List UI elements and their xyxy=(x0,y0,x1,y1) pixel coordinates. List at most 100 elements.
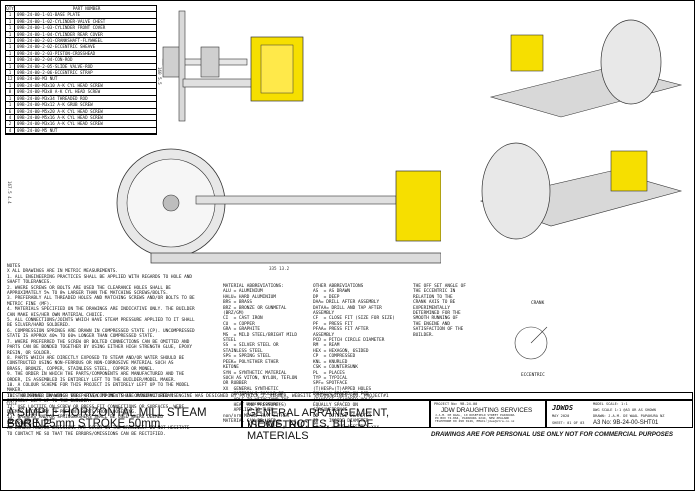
bom-qty: 6 xyxy=(6,108,15,114)
bom-part: 09B-24-00-1-02-CYLINDER-VALVE CHEST xyxy=(17,18,106,24)
bom-qty: 1 xyxy=(6,102,15,108)
bom-part: 09B-24-00-M3x12 A-K GRUB SCREW xyxy=(17,102,93,108)
project-number: PROJECT No: 9B-24-00 xyxy=(434,402,478,406)
bom-part: 09B-24-00-M5x16 A-K CYL HEAD SCREW xyxy=(17,114,103,120)
front-base-plate xyxy=(150,252,441,264)
contents-line2: VIEWS, NOTES, BILL OF MATERIALS xyxy=(247,418,374,442)
notes-general: NOTES X ALL DRAWINGS ARE IN METRIC MEASU… xyxy=(7,264,195,437)
front-cylinder xyxy=(395,170,441,242)
company-address: J.A.M. DE WAAL, 10 ROSEFIELD STREET PAPA… xyxy=(435,413,515,424)
bom-qty: 1 xyxy=(6,57,15,63)
front-con-rod xyxy=(195,195,397,205)
contents-label: DRAWING CONTENTS: xyxy=(246,402,283,406)
notes-other-abbreviations: OTHER ABBREVIATIONS AS = AS DRAWN DP = D… xyxy=(313,284,395,430)
bom-part: 09B-24-00-1-04-CYLINDER REAR COVER xyxy=(17,31,103,37)
bom-qty: 1 xyxy=(6,38,15,44)
bom-part: 09B-24-00-M3x10 A-K CYL HEAD SCREW xyxy=(17,82,103,88)
bom-qty: 4 xyxy=(6,127,15,134)
dim-front-height: 167.5 4.4 xyxy=(7,181,12,204)
contents-line1: GENERAL ARRANGEMENT, ISOMETRIC xyxy=(247,407,390,431)
bom-part: 09B-24-00-2-03-PISTON-CROSSHEAD xyxy=(17,50,96,56)
bom-qty: 2 xyxy=(6,121,15,127)
front-flywheel-hub xyxy=(162,194,180,212)
sheet-count: SHEET: 01 OF 03 xyxy=(552,421,585,425)
bom-part: 09B-24-00-2-06-ECCENTRIC STRAP xyxy=(17,70,93,76)
eccentric-circle xyxy=(514,326,548,360)
bom-qty: 1 xyxy=(6,63,15,70)
crank-axis-line xyxy=(530,326,548,344)
bom-part: 09B-24-00-2-01-CRANKSHAFT-FLYWHEEL xyxy=(17,38,103,44)
bom-qty: 12 xyxy=(6,76,15,82)
iso-lower-cylinder xyxy=(610,150,648,192)
dwg-scale: DWG SCALE 1:1 @A3 OR AS SHOWN xyxy=(593,408,656,412)
logo: JDWDS xyxy=(552,404,574,412)
top-bearing-right xyxy=(200,46,220,78)
bom-qty: 1 xyxy=(6,12,15,18)
dim-front-width: 335 13.2 xyxy=(269,266,290,271)
company-name: JDW DRAUGHTING SERVICES xyxy=(441,407,533,414)
bom-part: 09B-24-00-M3x8 A-K CYL HEAD SCREW xyxy=(17,89,101,95)
bom-qty: 1 xyxy=(6,95,15,102)
bom-qty: 1 xyxy=(6,18,15,25)
notes-material-abbreviations: MATERIAL ABBREVIATIONS: ALU = ALUMINIUM … xyxy=(223,284,298,425)
bom-qty: 8 xyxy=(6,89,15,95)
eccentric-label: ECCENTRIC xyxy=(521,373,545,378)
footer-note-box: THIS ORIGINAL DRAWINGS WERE GIVEN TO ME.… xyxy=(2,392,693,400)
disclaimer: DRAWINGS ARE FOR PERSONAL USE ONLY NOT F… xyxy=(431,431,674,438)
bom-part: 09B-24-00-2-04-CON-ROD xyxy=(17,57,73,63)
isometric-view-lower xyxy=(479,142,683,240)
bom-part: 09B-24-00-M5 NUT xyxy=(17,127,58,133)
bom-qty: 1 xyxy=(6,50,15,57)
bom-part: 09B-24-00-M5x20 A-K CYL HEAD SCREW xyxy=(17,108,103,114)
company-box: PROJECT No: 9B-24-00 JDW DRAUGHTING SERV… xyxy=(430,400,546,428)
bom-part-header: PART NUMBER xyxy=(72,6,101,11)
title-label: TITLE xyxy=(6,402,17,406)
top-view xyxy=(162,10,304,122)
bom-header: QTY PART NUMBER xyxy=(6,6,156,13)
model-scale: MODEL SCALE: 1:1 xyxy=(593,402,628,406)
iso-lower-flywheel xyxy=(481,142,551,240)
bom-qty: 1 xyxy=(6,25,15,31)
bom-qty-header: QTY xyxy=(6,6,15,12)
bom-part: 09B-24-00-2-05-SLIDE VALVE-ROD xyxy=(17,63,93,69)
bom-part: 09B-24-00-1-01-BASE PLATE xyxy=(17,12,81,18)
bom-part: 09B-24-00-M3x16 A-K CYL HEAD SCREW xyxy=(17,121,103,127)
date: MAY 2020 xyxy=(552,414,570,418)
sheet-number: A3 No: 9B-24-00-SHT01 xyxy=(593,420,659,426)
footer-note: THIS ORIGINAL DRAWINGS WERE GIVEN TO ME.… xyxy=(7,394,389,399)
bom-part: 09B-24-00-1-03-CYLINDER FRONT COVER xyxy=(17,25,106,31)
bom-part: 09B-24-00-2-02-ECCENTRIC SHEAVE xyxy=(17,44,96,50)
bom-part: 09B-24-00-M3x34 THREADED ROD xyxy=(17,95,88,101)
bom-qty: 1 xyxy=(6,82,15,89)
isometric-view-upper xyxy=(489,19,683,118)
scale-box: JDWDS MODEL SCALE: 1:1 DWG SCALE 1:1 @A3… xyxy=(546,400,693,428)
dim-top-height: 160 5.5 xyxy=(157,67,162,85)
top-bearing-left xyxy=(162,46,182,78)
notes-eccentric-offset: THE OFF SET ANGLE OF THE ECCENTRIC IN RE… xyxy=(413,284,466,338)
contents-box: DRAWING CONTENTS: GENERAL ARRANGEMENT, I… xyxy=(242,400,430,442)
drawn-by: DRAWN: J.A.M. DE WAAL PAPAKURA NZ xyxy=(593,414,665,418)
eccentric-crank-label: CRANK xyxy=(531,301,545,306)
top-piston-rod xyxy=(182,78,256,88)
title-box: TITLE A SIMPLE HORIZONTAL MILL STEAM ENG… xyxy=(2,400,242,431)
bom-part: 09B-24-00-M3 NUT xyxy=(17,76,58,82)
bom-qty: 1 xyxy=(6,70,15,76)
